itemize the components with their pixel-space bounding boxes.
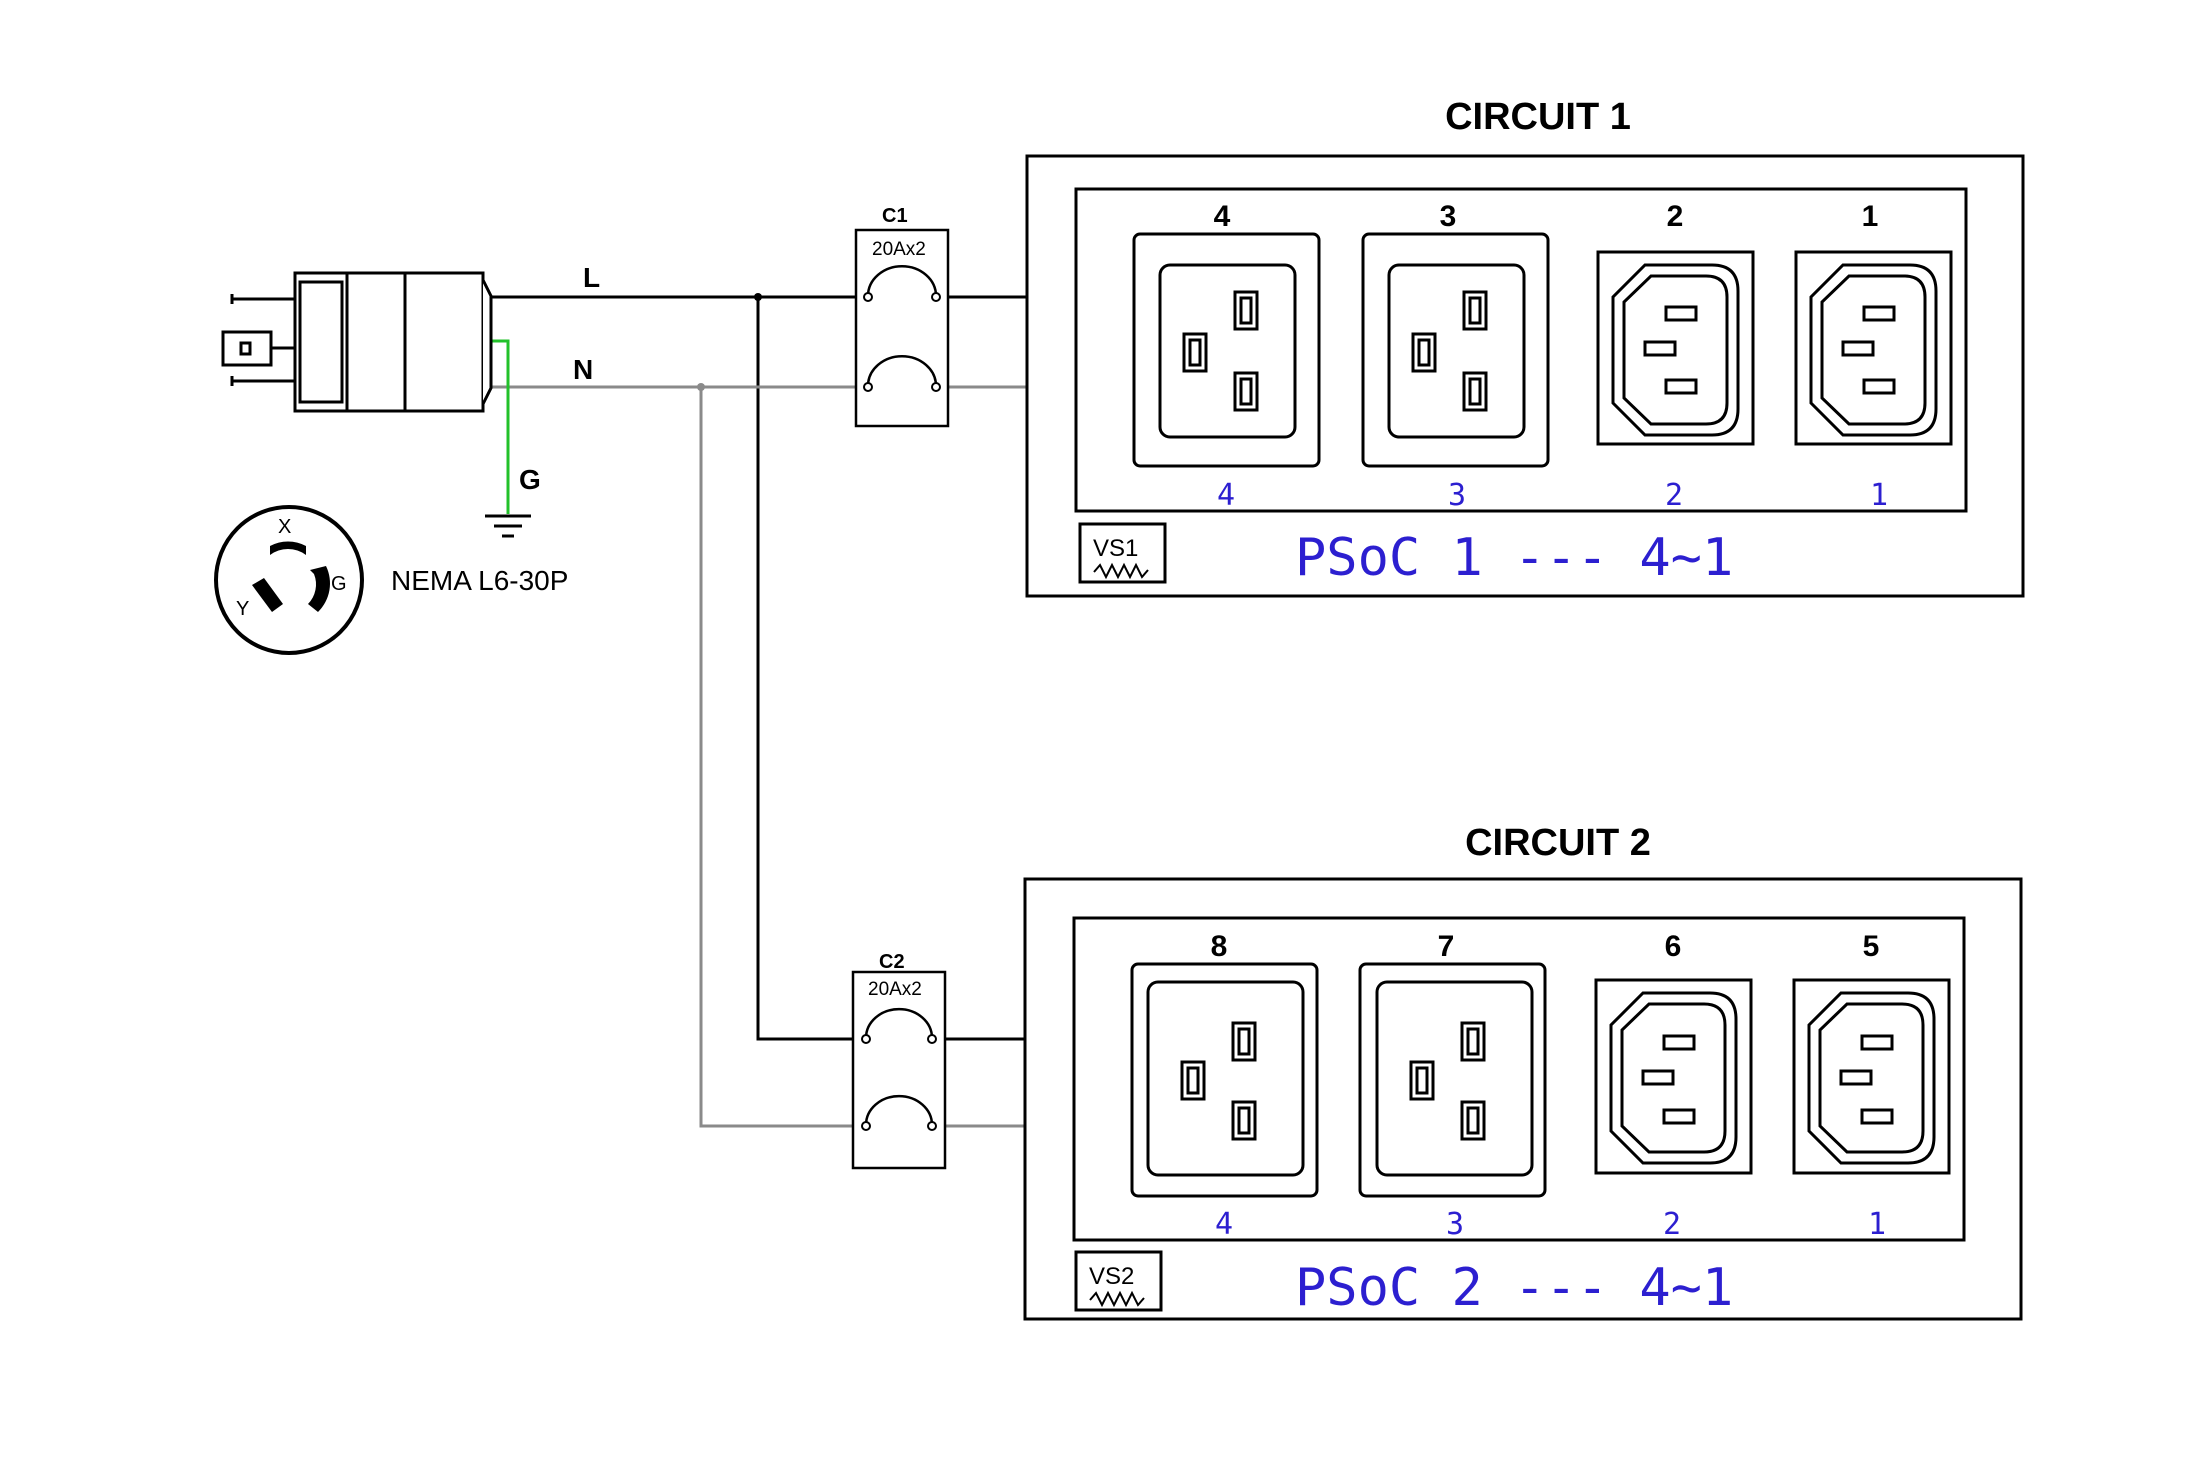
line-wire-label: L bbox=[583, 262, 600, 293]
outlet-c13 bbox=[1596, 250, 1755, 446]
breaker-c1: C1 20Ax2 bbox=[854, 205, 950, 428]
outlet-c19 bbox=[1361, 232, 1550, 468]
outlet-number: 5 bbox=[1863, 930, 1880, 963]
outlet-sub-number: 1 bbox=[1870, 478, 1888, 513]
line-wire-branch bbox=[756, 297, 865, 1041]
neutral-wire-branch bbox=[699, 387, 865, 1128]
neutral-wire-label: N bbox=[573, 354, 593, 385]
circuit-2-panel: CIRCUIT 2 8 4 7 3 bbox=[1023, 822, 2023, 1321]
vs2-sensor-icon: VS2 bbox=[1074, 1250, 1163, 1312]
neutral-junction-dot bbox=[697, 383, 705, 391]
vs1-label: VS1 bbox=[1093, 535, 1138, 562]
outlet-c19 bbox=[1130, 962, 1319, 1198]
outlet-c13 bbox=[1794, 250, 1953, 446]
ground-symbol-icon bbox=[485, 514, 531, 538]
outlet-sub-number: 2 bbox=[1663, 1207, 1681, 1242]
psoc-1-label: PSoC 1 --- 4~1 bbox=[1295, 528, 1733, 588]
plug-pin-g-label: G bbox=[331, 573, 347, 595]
outlet-c19 bbox=[1132, 232, 1321, 468]
line-junction-dot bbox=[754, 293, 762, 301]
vs2-label: VS2 bbox=[1089, 1263, 1134, 1290]
wires bbox=[485, 295, 1027, 1128]
outlet-number: 6 bbox=[1665, 930, 1682, 963]
outlet-c13 bbox=[1792, 978, 1951, 1175]
outlet-c19 bbox=[1358, 962, 1547, 1198]
breaker-c2-name: C2 bbox=[879, 951, 905, 973]
breaker-c1-name: C1 bbox=[882, 205, 908, 227]
ground-wire bbox=[485, 339, 510, 514]
outlet-sub-number: 4 bbox=[1215, 1207, 1233, 1242]
circuit-2-title: CIRCUIT 2 bbox=[1465, 822, 1651, 864]
plug-connector-icon bbox=[221, 271, 493, 413]
outlet-number: 4 bbox=[1214, 200, 1231, 233]
outlet-sub-number: 3 bbox=[1448, 478, 1466, 513]
vs1-sensor-icon: VS1 bbox=[1078, 522, 1167, 584]
plug-pin-x-label: X bbox=[278, 516, 291, 538]
plug-pin-y-label: Y bbox=[236, 598, 249, 620]
outlet-sub-number: 3 bbox=[1446, 1207, 1464, 1242]
outlet-c13 bbox=[1594, 978, 1753, 1175]
outlet-number: 1 bbox=[1862, 200, 1879, 233]
outlet-sub-number: 4 bbox=[1217, 478, 1235, 513]
outlet-number: 2 bbox=[1667, 200, 1684, 233]
breaker-c1-rating: 20Ax2 bbox=[872, 239, 926, 260]
outlet-number: 7 bbox=[1438, 930, 1455, 963]
outlet-sub-number: 1 bbox=[1868, 1207, 1886, 1242]
breaker-c2-rating: 20Ax2 bbox=[868, 979, 922, 1000]
outlet-number: 3 bbox=[1440, 200, 1457, 233]
outlet-number: 8 bbox=[1211, 930, 1228, 963]
breaker-c2: C2 20Ax2 bbox=[851, 951, 947, 1170]
circuit-1-title: CIRCUIT 1 bbox=[1445, 96, 1631, 138]
plug-model-label: NEMA L6-30P bbox=[391, 565, 568, 596]
psoc-2-label: PSoC 2 --- 4~1 bbox=[1295, 1258, 1733, 1318]
ground-wire-label: G bbox=[519, 464, 541, 495]
circuit-1-panel: CIRCUIT 1 4 4 3 3 bbox=[1025, 96, 2025, 598]
outlet-sub-number: 2 bbox=[1665, 478, 1683, 513]
nema-plug-face-icon: X Y G bbox=[214, 505, 364, 655]
